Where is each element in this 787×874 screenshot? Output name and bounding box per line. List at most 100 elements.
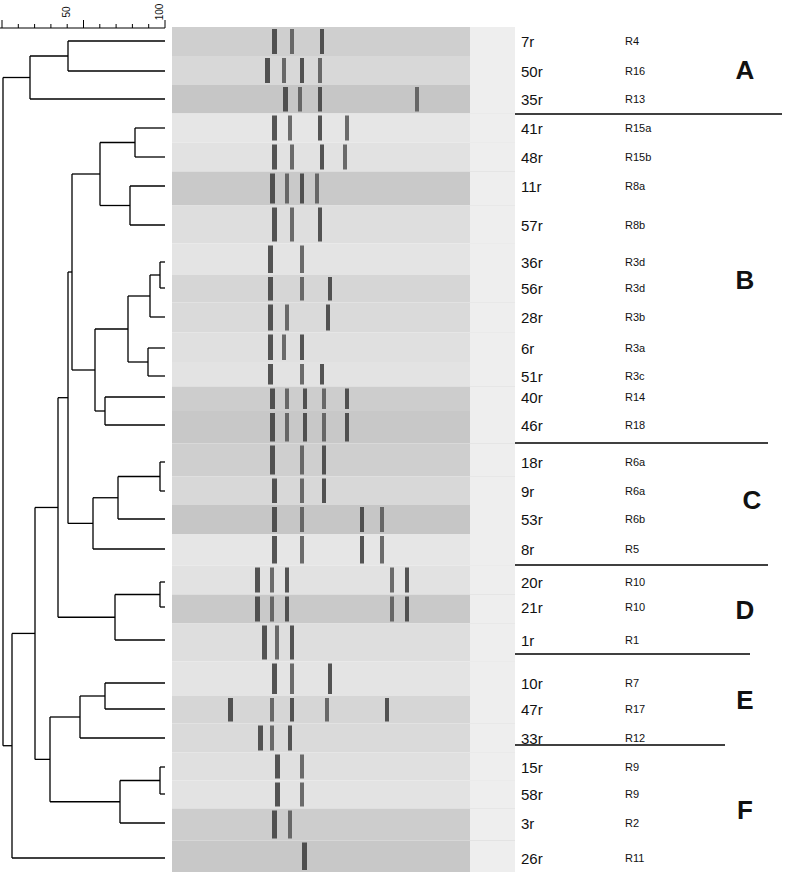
profile-code: R14 <box>625 392 645 403</box>
gel-band <box>270 413 275 442</box>
gel-lane-edge <box>470 303 515 333</box>
gel-lane-edge <box>470 333 515 363</box>
branch <box>105 708 165 709</box>
gel-band <box>270 568 274 593</box>
similarity-scale <box>0 20 165 28</box>
gel-band <box>320 145 324 170</box>
branch <box>120 822 165 823</box>
branch <box>68 70 165 71</box>
gel-band <box>322 446 326 475</box>
gel-lane <box>172 56 515 85</box>
isolate-name: 33r <box>521 731 543 746</box>
gel-lane <box>172 172 515 206</box>
gel-band <box>318 208 322 242</box>
isolate-name: 1r <box>521 633 534 648</box>
gel-band <box>322 389 326 410</box>
isolate-name: 3r <box>521 816 534 831</box>
profile-code: R13 <box>625 94 645 105</box>
gel-band <box>285 174 289 204</box>
branch <box>12 633 35 634</box>
branch <box>160 581 165 582</box>
gel-lane-edge <box>470 841 515 873</box>
gel-band <box>272 479 277 504</box>
branch <box>95 410 105 411</box>
branch <box>130 224 165 225</box>
gel-band <box>303 389 307 410</box>
branch <box>50 801 120 802</box>
gel-band <box>275 626 279 660</box>
branch <box>105 424 165 425</box>
isolate-name: 58r <box>521 787 543 802</box>
branch <box>50 716 80 717</box>
branch <box>135 156 165 157</box>
gel-lanes <box>172 27 515 872</box>
profile-code: R6a <box>625 457 645 468</box>
isolate-name: 50r <box>521 64 543 79</box>
branch <box>80 737 165 738</box>
gel-lane <box>172 333 515 363</box>
gel-lane <box>172 85 515 114</box>
gel-band <box>302 843 307 871</box>
isolate-name: 57r <box>521 218 543 233</box>
gel-band <box>328 664 332 695</box>
profile-code: R3c <box>625 371 645 382</box>
gel-band <box>270 174 275 204</box>
isolate-name: 10r <box>521 676 543 691</box>
gel-band <box>290 698 294 722</box>
gel-band <box>285 413 289 442</box>
gel-lane <box>172 27 515 56</box>
branch <box>115 594 160 595</box>
profile-code: R8b <box>625 220 645 231</box>
gel-band <box>325 698 329 722</box>
isolate-name: 6r <box>521 341 534 356</box>
gel-band <box>268 305 273 331</box>
gel-lane <box>172 534 515 566</box>
gel-lane <box>172 275 515 303</box>
gel-lane-edge <box>470 662 515 697</box>
isolate-name: 21r <box>521 600 543 615</box>
gel-band <box>285 389 289 410</box>
branch <box>160 287 165 288</box>
gel-band <box>300 507 304 532</box>
gel-band <box>262 626 267 660</box>
branch <box>35 507 58 508</box>
isolate-name: 40r <box>521 390 543 405</box>
gel-lane-edge <box>470 275 515 303</box>
gel-band <box>285 597 289 622</box>
branch <box>100 205 130 206</box>
gel-band <box>322 413 326 442</box>
branch <box>105 396 165 397</box>
gel-band <box>255 568 260 593</box>
gel-band <box>315 174 319 204</box>
gel-band <box>300 536 304 564</box>
gel-band <box>300 783 304 807</box>
gel-band <box>298 87 302 112</box>
gel-lane <box>172 244 515 276</box>
gel-band <box>268 246 273 274</box>
gel-lane-edge <box>470 114 515 143</box>
branch <box>160 461 165 462</box>
gel-band <box>343 145 347 170</box>
isolate-name: 56r <box>521 281 543 296</box>
profile-code: R2 <box>625 818 639 829</box>
profile-code: R16 <box>625 66 645 77</box>
gel-band <box>275 755 280 779</box>
gel-lane-edge <box>470 534 515 566</box>
gel-band <box>272 29 277 54</box>
gel-band <box>300 364 304 385</box>
profile-code: R17 <box>625 704 645 715</box>
gel-band <box>300 277 304 301</box>
isolate-name: 20r <box>521 575 543 590</box>
gel-band <box>390 568 394 593</box>
gel-band <box>300 246 304 274</box>
gel-band <box>318 58 322 83</box>
gel-band <box>265 58 270 83</box>
gel-band <box>290 626 294 660</box>
gel-lane-edge <box>470 387 515 412</box>
branch <box>3 745 12 746</box>
gel-band <box>272 145 277 170</box>
branch <box>148 347 165 348</box>
gel-band <box>360 536 364 564</box>
dendrogram <box>3 41 165 858</box>
gel-lane <box>172 624 515 662</box>
